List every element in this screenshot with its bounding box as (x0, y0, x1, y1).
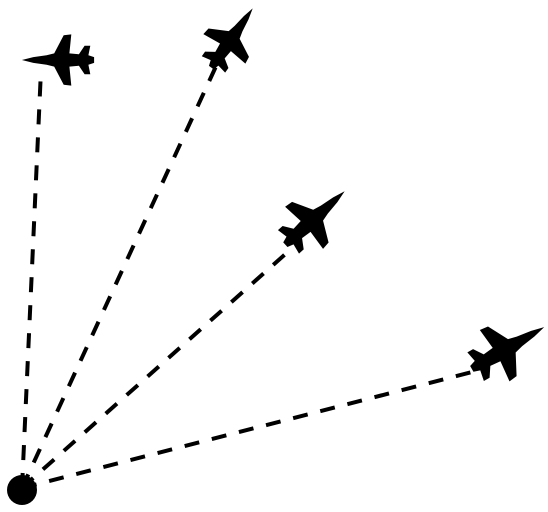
sightline-3 (22, 250, 290, 488)
sightline-2 (22, 62, 218, 488)
observer-dot-icon (7, 475, 37, 505)
fighter-jet-icon (22, 34, 94, 85)
sightlines (22, 62, 480, 488)
fighter-jet-icon (457, 301, 548, 394)
fighter-jet-icon (190, 0, 273, 82)
sightline-1 (22, 70, 41, 488)
fighter-jet-icon (266, 170, 363, 266)
